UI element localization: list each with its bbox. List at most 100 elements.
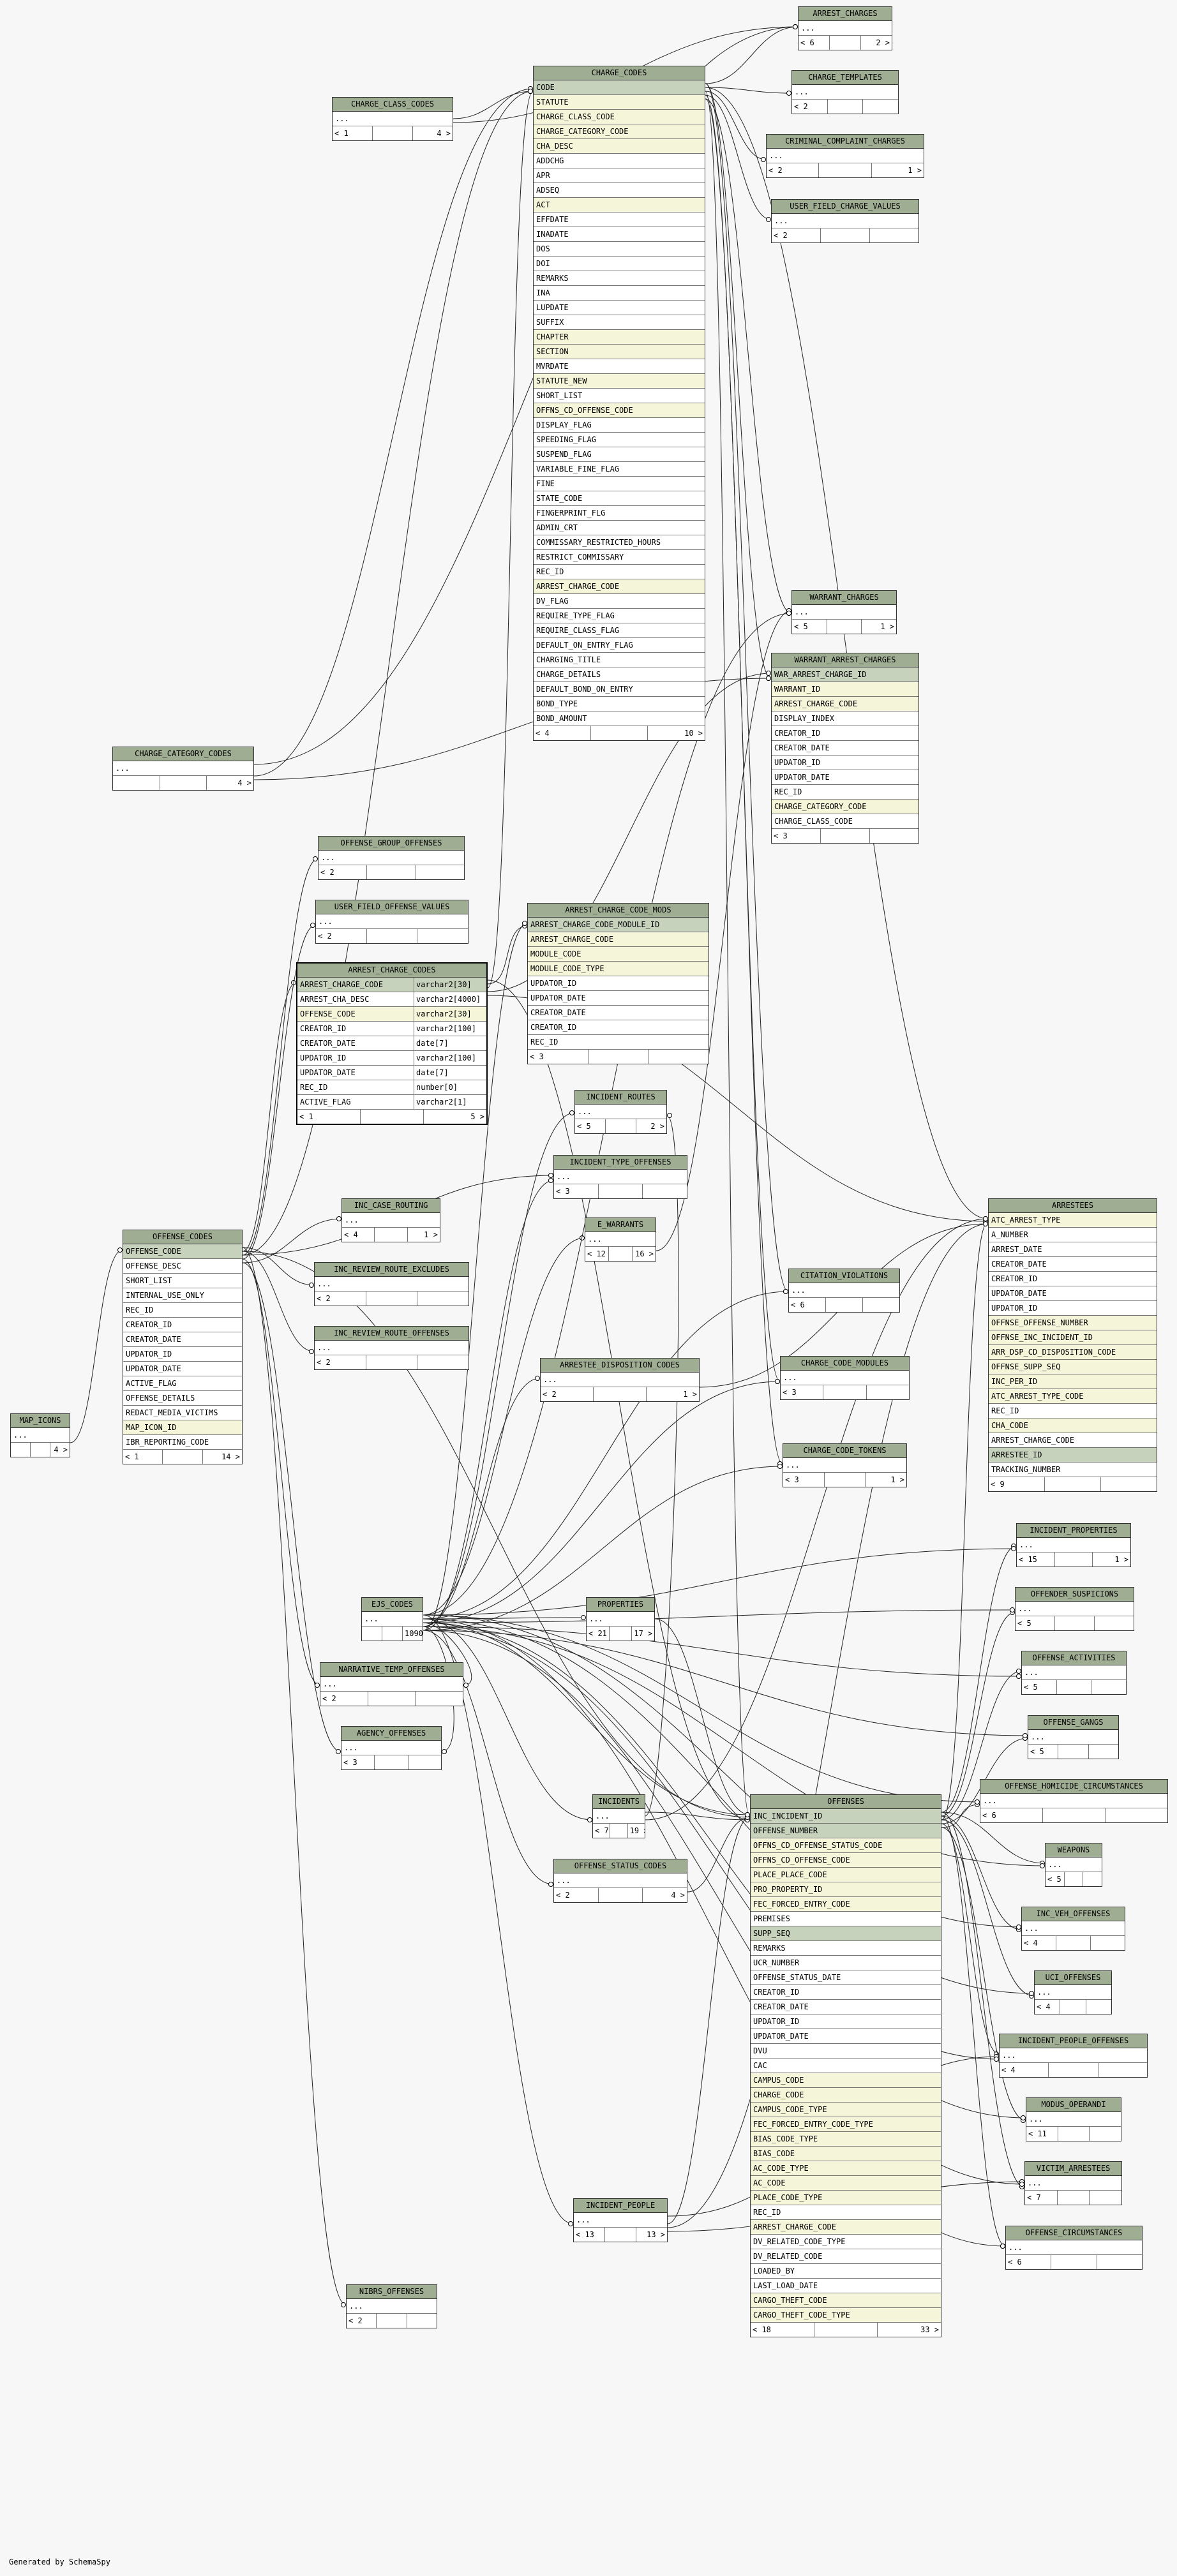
table-ucr-offenses[interactable]: UCI_OFFENSES...< 4: [1034, 1970, 1112, 2014]
table-ejs-codes[interactable]: EJS_CODES...1090 >: [361, 1597, 423, 1641]
column-row[interactable]: DEFAULT_ON_ENTRY_FLAG: [534, 638, 705, 653]
column-row[interactable]: FEC_FORCED_ENTRY_CODE: [751, 1897, 941, 1912]
more-columns-row[interactable]: ...: [333, 112, 453, 126]
table-victim-arrestees[interactable]: VICTIM_ARRESTEES...< 7: [1024, 2161, 1122, 2205]
table-title[interactable]: VICTIM_ARRESTEES: [1025, 2162, 1121, 2176]
column-row[interactable]: OFFNS_CD_OFFENSE_CODE: [534, 403, 705, 418]
column-row[interactable]: MVRDATE: [534, 359, 705, 374]
column-row[interactable]: CREATOR_ID: [123, 1318, 242, 1332]
column-row[interactable]: LAST_LOAD_DATE: [751, 2279, 941, 2293]
more-columns-row[interactable]: ...: [315, 1277, 469, 1292]
more-columns-row[interactable]: ...: [11, 1428, 70, 1443]
more-columns-row[interactable]: ...: [798, 21, 892, 36]
column-row[interactable]: REC_ID: [989, 1404, 1157, 1418]
table-title[interactable]: INCIDENT_PROPERTIES: [1017, 1524, 1130, 1538]
column-row[interactable]: PRO_PROPERTY_ID: [751, 1882, 941, 1897]
column-row[interactable]: CHARGE_CODE: [751, 2088, 941, 2103]
more-columns-row[interactable]: ...: [541, 1373, 699, 1387]
column-row[interactable]: CHA_DESC: [534, 139, 705, 154]
column-row[interactable]: REC_ID: [528, 1035, 708, 1050]
table-title[interactable]: CHARGE_CODE_MODULES: [781, 1357, 909, 1371]
more-columns-row[interactable]: ...: [113, 761, 253, 776]
column-row[interactable]: TRACKING_NUMBER: [989, 1463, 1157, 1477]
table-user-field-offense-values[interactable]: USER_FIELD_OFFENSE_VALUES...< 2: [315, 900, 469, 944]
column-row[interactable]: CHARGE_DETAILS: [534, 667, 705, 682]
column-row[interactable]: OFFENSE_DESC: [123, 1259, 242, 1274]
column-row[interactable]: CHARGE_CATEGORY_CODE: [534, 124, 705, 139]
table-title[interactable]: ARREST_CHARGES: [798, 7, 892, 21]
column-row[interactable]: REC_ID: [534, 565, 705, 579]
more-columns-row[interactable]: ...: [1035, 1985, 1111, 2000]
column-row[interactable]: APR: [534, 168, 705, 183]
column-row[interactable]: ARREST_CHARGE_CODE: [534, 579, 705, 594]
table-offense-circumstances[interactable]: OFFENSE_CIRCUMSTANCES...< 6: [1005, 2226, 1143, 2270]
column-row[interactable]: CREATOR_ID: [528, 1020, 708, 1035]
table-map-icons[interactable]: MAP_ICONS...4 >: [10, 1413, 70, 1457]
column-row[interactable]: BOND_AMOUNT: [534, 711, 705, 726]
column-row[interactable]: CAMPUS_CODE_TYPE: [751, 2103, 941, 2117]
column-row[interactable]: ARREST_CHARGE_CODE_MODULE_ID: [528, 918, 708, 932]
column-row[interactable]: REC_ID: [751, 2205, 941, 2220]
column-row[interactable]: SUSPEND_FLAG: [534, 447, 705, 462]
column-row[interactable]: UPDATOR_ID: [528, 976, 708, 991]
more-columns-row[interactable]: ...: [1046, 1858, 1102, 1872]
table-title[interactable]: CHARGE_TEMPLATES: [792, 71, 898, 85]
more-columns-row[interactable]: ...: [1006, 2240, 1142, 2255]
column-row[interactable]: UPDATOR_DATE: [123, 1362, 242, 1376]
more-columns-row[interactable]: ...: [342, 1213, 440, 1228]
column-row[interactable]: MODULE_CODE_TYPE: [528, 962, 708, 976]
column-row[interactable]: UPDATOR_ID: [772, 756, 918, 770]
column-row[interactable]: LOADED_BY: [751, 2264, 941, 2279]
more-columns-row[interactable]: ...: [783, 1458, 906, 1473]
column-row[interactable]: RESTRICT_COMMISSARY: [534, 550, 705, 565]
column-row[interactable]: ARREST_CHARGE_CODE: [989, 1433, 1157, 1448]
column-row[interactable]: INADATE: [534, 227, 705, 242]
column-row[interactable]: CARGO_THEFT_CODE: [751, 2293, 941, 2308]
column-row[interactable]: PLACE_PLACE_CODE: [751, 1868, 941, 1882]
column-row[interactable]: CREATOR_DATE: [123, 1332, 242, 1347]
column-row[interactable]: INA: [534, 286, 705, 301]
table-title[interactable]: OFFENSES: [751, 1795, 941, 1809]
column-row[interactable]: UPDATOR_DATE: [989, 1286, 1157, 1301]
column-row[interactable]: UPDATOR_DATE: [772, 770, 918, 785]
more-columns-row[interactable]: ...: [1017, 1538, 1130, 1552]
column-row[interactable]: INTERNAL_USE_ONLY: [123, 1288, 242, 1303]
table-title[interactable]: NIBRS_OFFENSES: [347, 2285, 437, 2299]
column-row[interactable]: WAR_ARREST_CHARGE_ID: [772, 667, 918, 682]
more-columns-row[interactable]: ...: [1000, 2048, 1147, 2063]
column-row[interactable]: CAC: [751, 2059, 941, 2073]
column-row[interactable]: LUPDATE: [534, 301, 705, 315]
column-row[interactable]: CREATOR_DATE: [528, 1006, 708, 1020]
table-title[interactable]: MODUS_OPERANDI: [1026, 2098, 1121, 2112]
more-columns-row[interactable]: ...: [347, 2299, 437, 2314]
column-row[interactable]: CARGO_THEFT_CODE_TYPE: [751, 2308, 941, 2323]
column-row[interactable]: DISPLAY_INDEX: [772, 711, 918, 726]
table-title[interactable]: NARRATIVE_TEMP_OFFENSES: [320, 1663, 463, 1677]
column-row[interactable]: FEC_FORCED_ENTRY_CODE_TYPE: [751, 2117, 941, 2132]
column-row[interactable]: SPEEDING_FLAG: [534, 433, 705, 447]
column-row[interactable]: ADSEQ: [534, 183, 705, 198]
column-row[interactable]: SECTION: [534, 345, 705, 359]
column-row[interactable]: UCR_NUMBER: [751, 1956, 941, 1970]
table-title[interactable]: OFFENSE_STATUS_CODES: [554, 1859, 687, 1873]
more-columns-row[interactable]: ...: [593, 1809, 645, 1824]
column-row[interactable]: ACTIVE_FLAG: [123, 1376, 242, 1391]
table-title[interactable]: CITATION_VIOLATIONS: [789, 1269, 899, 1283]
table-title[interactable]: WEAPONS: [1046, 1843, 1102, 1858]
more-columns-row[interactable]: ...: [980, 1794, 1167, 1808]
more-columns-row[interactable]: ...: [772, 214, 918, 228]
table-charge-code-modules[interactable]: CHARGE_CODE_MODULES...< 3: [780, 1356, 910, 1400]
column-row[interactable]: REC_ID: [123, 1303, 242, 1318]
